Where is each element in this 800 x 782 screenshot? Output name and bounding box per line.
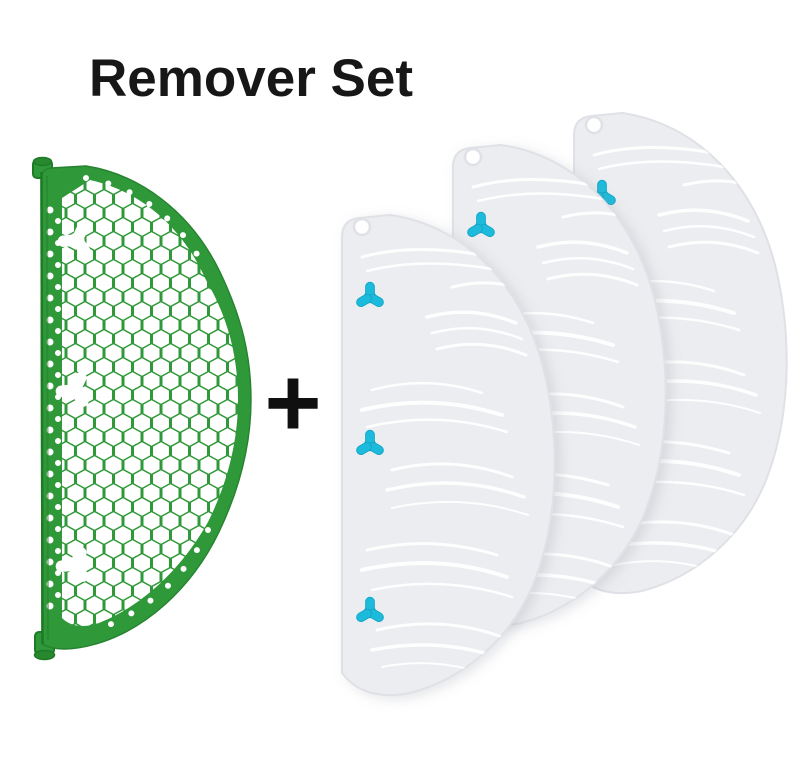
frame-body xyxy=(40,165,252,650)
refill-sheets-graphic xyxy=(318,95,800,735)
product-title: Remover Set xyxy=(89,49,414,108)
plus-icon: + xyxy=(264,347,322,457)
honeycomb-frame-graphic xyxy=(32,156,252,661)
